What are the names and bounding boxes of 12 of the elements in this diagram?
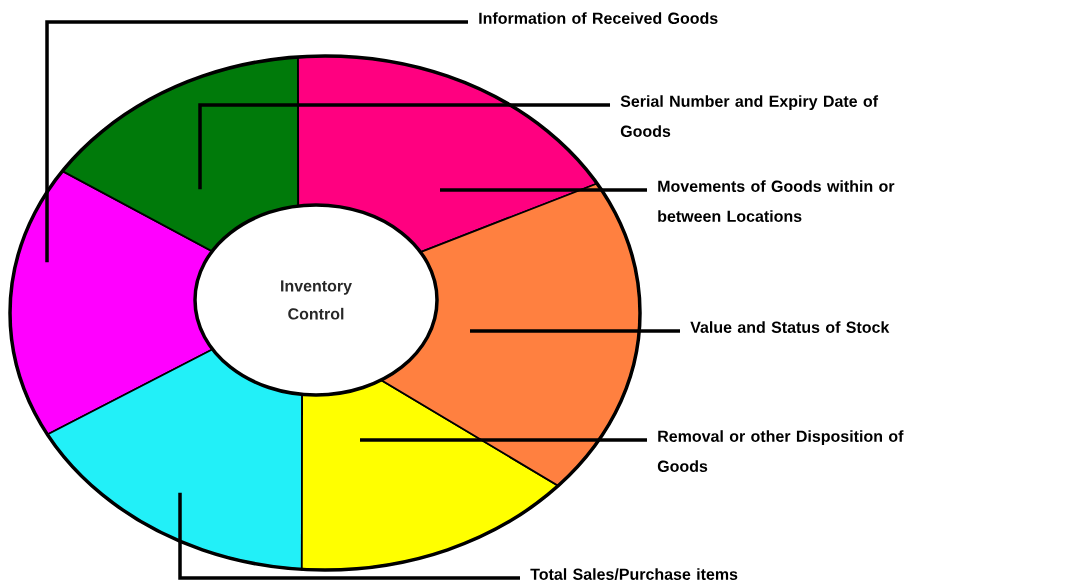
sector [379, 182, 641, 487]
callout-text: Serial Number and Expiry Date of Goods [620, 95, 879, 137]
callout-text: Movements of Goods within or between Locations [658, 180, 895, 222]
callout-text: Removal or other Disposition of Goods [657, 430, 904, 472]
leader-line [178, 492, 520, 580]
leader-line [470, 329, 680, 333]
leader-line [360, 438, 647, 442]
leader-line [198, 103, 610, 190]
callout-text: Total Sales/Purchase items [530, 568, 738, 581]
leader-line [45, 20, 468, 263]
callout-text: Value and Status of Stock [690, 321, 890, 333]
callout-text: Information of Received Goods [479, 12, 718, 24]
